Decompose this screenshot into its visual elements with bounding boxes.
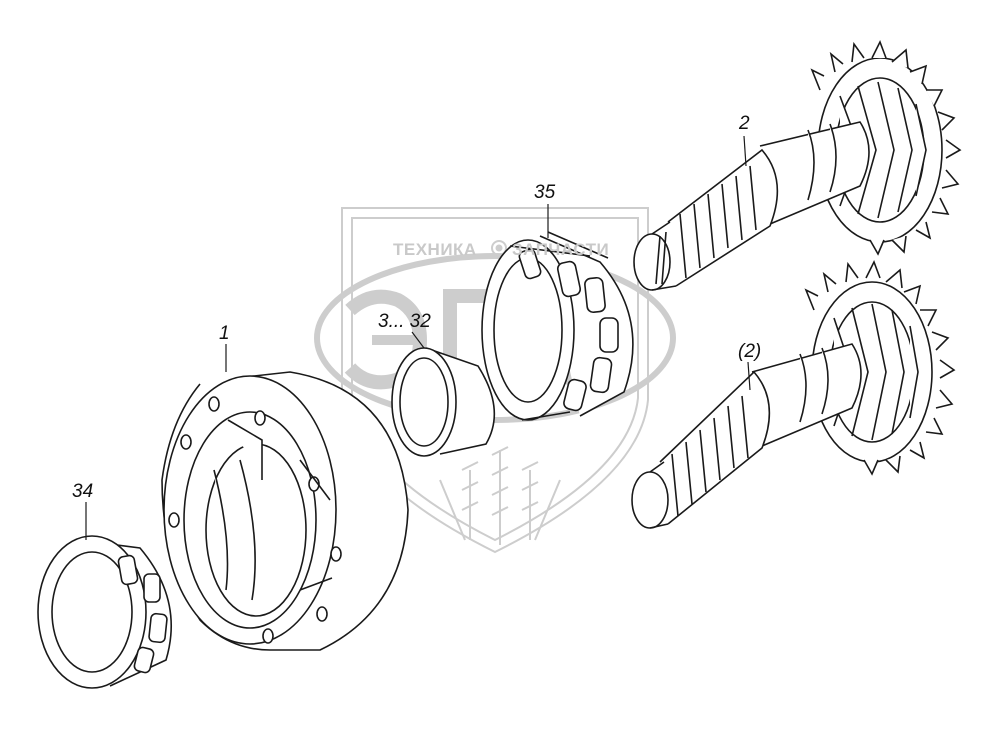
callout-part-3-32: 3... 32	[378, 311, 431, 332]
flange-bolt-holes	[168, 396, 342, 644]
callout-part-1: 1	[219, 323, 230, 344]
callout-part-2: 2	[739, 113, 750, 134]
leader-2	[743, 135, 747, 167]
leader-3-32	[411, 331, 425, 349]
leader-2-alt	[747, 361, 751, 391]
pinion-shaft-lower	[631, 260, 956, 529]
callout-part-2-alt: (2)	[738, 341, 762, 362]
roller-cage-35	[518, 248, 619, 412]
callout-part-34: 34	[72, 481, 94, 502]
leader-lines	[85, 135, 751, 540]
bevel-gear-lower	[804, 260, 956, 476]
tapered-bearing-34	[37, 535, 172, 689]
pinion-shaft-upper	[633, 40, 962, 291]
bearing-housing-1	[161, 371, 409, 651]
tapered-bearing-35	[481, 231, 634, 421]
watermark-word-right: ЗАПЧАСТИ	[512, 240, 610, 259]
roller-cage-34	[117, 554, 168, 674]
watermark-word-left: ТЕХНИКА	[393, 240, 477, 259]
callout-part-35: 35	[534, 182, 556, 203]
shim-ring-3-32	[391, 347, 496, 457]
